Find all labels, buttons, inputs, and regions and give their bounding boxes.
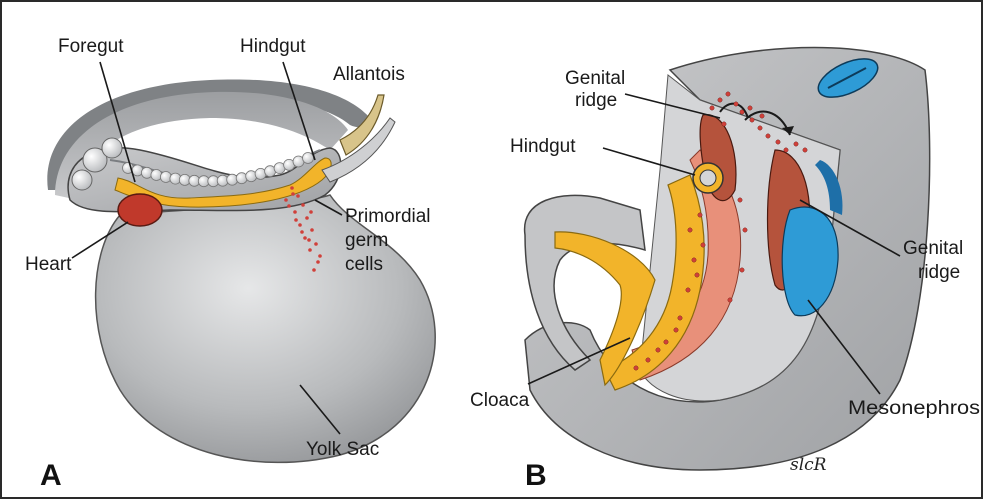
- label-primordial-3: cells: [345, 254, 383, 275]
- artist-signature: slcR: [790, 455, 827, 475]
- germ-cell-dot: [784, 148, 788, 152]
- germ-cell-dot: [794, 142, 798, 146]
- germ-cell-dot: [316, 260, 320, 264]
- label-hindgut-b: Hindgut: [510, 136, 576, 157]
- label-primordial-2: germ: [345, 230, 388, 251]
- germ-cell-dot: [308, 248, 312, 252]
- germ-cell-dot: [284, 198, 288, 202]
- head-bulb: [72, 170, 92, 190]
- germ-cell-dot: [291, 192, 295, 196]
- label-genital-ridge-top-1: Genital: [565, 68, 625, 89]
- germ-cell-dot: [664, 340, 668, 344]
- germ-cell-dot: [314, 242, 318, 246]
- germ-cell-dot: [748, 106, 752, 110]
- germ-cell-dot: [305, 216, 309, 220]
- germ-cell-dot: [688, 228, 692, 232]
- germ-cell-dot: [758, 126, 762, 130]
- germ-cell-dot: [287, 204, 291, 208]
- label-cloaca: Cloaca: [470, 390, 530, 411]
- germ-cell-dot: [674, 328, 678, 332]
- germ-cell-dot: [303, 236, 307, 240]
- head-bulb: [102, 138, 122, 158]
- germ-cell-dot: [743, 228, 747, 232]
- germ-cell-dot: [656, 348, 660, 352]
- germ-cell-dot: [293, 210, 297, 214]
- germ-cell-dot: [722, 122, 726, 126]
- label-primordial-1: Primordial: [345, 206, 431, 227]
- germ-cell-dot: [290, 186, 294, 190]
- hindgut-lumen: [700, 170, 716, 186]
- somite: [303, 153, 314, 164]
- germ-cell-dot: [646, 358, 650, 362]
- germ-cell-dot: [312, 268, 316, 272]
- label-genital-ridge-right-2: ridge: [918, 262, 960, 283]
- germ-cell-dot: [701, 243, 705, 247]
- germ-cell-dot: [738, 198, 742, 202]
- germ-cell-dot: [695, 273, 699, 277]
- label-allantois: Allantois: [333, 64, 405, 85]
- germ-cell-dot: [692, 258, 696, 262]
- germ-cell-dot: [296, 194, 300, 198]
- panel-letter-b: B: [525, 459, 547, 492]
- label-genital-ridge-right-1: Genital: [903, 238, 963, 259]
- germ-cell-dot: [776, 140, 780, 144]
- germ-cell-dot: [310, 228, 314, 232]
- germ-cell-dot: [728, 298, 732, 302]
- germ-cell-dot: [686, 288, 690, 292]
- somite: [151, 170, 162, 181]
- label-genital-ridge-top-2: ridge: [575, 90, 617, 111]
- germ-cell-dot: [718, 98, 722, 102]
- label-heart: Heart: [25, 254, 72, 275]
- germ-cell-dot: [301, 203, 305, 207]
- germ-cell-dot: [300, 230, 304, 234]
- germ-cell-dot: [766, 134, 770, 138]
- heart-shape: [118, 194, 162, 226]
- germ-cell-dot: [318, 254, 322, 258]
- germ-cell-dot: [298, 223, 302, 227]
- germ-cell-dot: [710, 106, 714, 110]
- germ-cell-dot: [307, 238, 311, 242]
- label-yolk-sac: Yolk Sac: [306, 439, 379, 460]
- germ-cell-dot: [803, 148, 807, 152]
- label-hindgut-a: Hindgut: [240, 36, 306, 57]
- germ-cell-dot: [698, 213, 702, 217]
- germ-cell-dot: [634, 366, 638, 370]
- germ-cell-dot: [726, 92, 730, 96]
- label-mesonephros: Mesonephros: [848, 398, 980, 419]
- panel-letter-a: A: [40, 459, 62, 492]
- germ-cell-dot: [750, 118, 754, 122]
- somite: [236, 173, 247, 184]
- germ-cell-dot: [740, 268, 744, 272]
- germ-cell-dot: [678, 316, 682, 320]
- germ-cell-dot: [740, 110, 744, 114]
- germ-cell-dot: [760, 114, 764, 118]
- germ-cell-dot: [294, 218, 298, 222]
- germ-cell-dot: [734, 102, 738, 106]
- label-foregut: Foregut: [58, 36, 124, 57]
- germ-cell-dot: [309, 210, 313, 214]
